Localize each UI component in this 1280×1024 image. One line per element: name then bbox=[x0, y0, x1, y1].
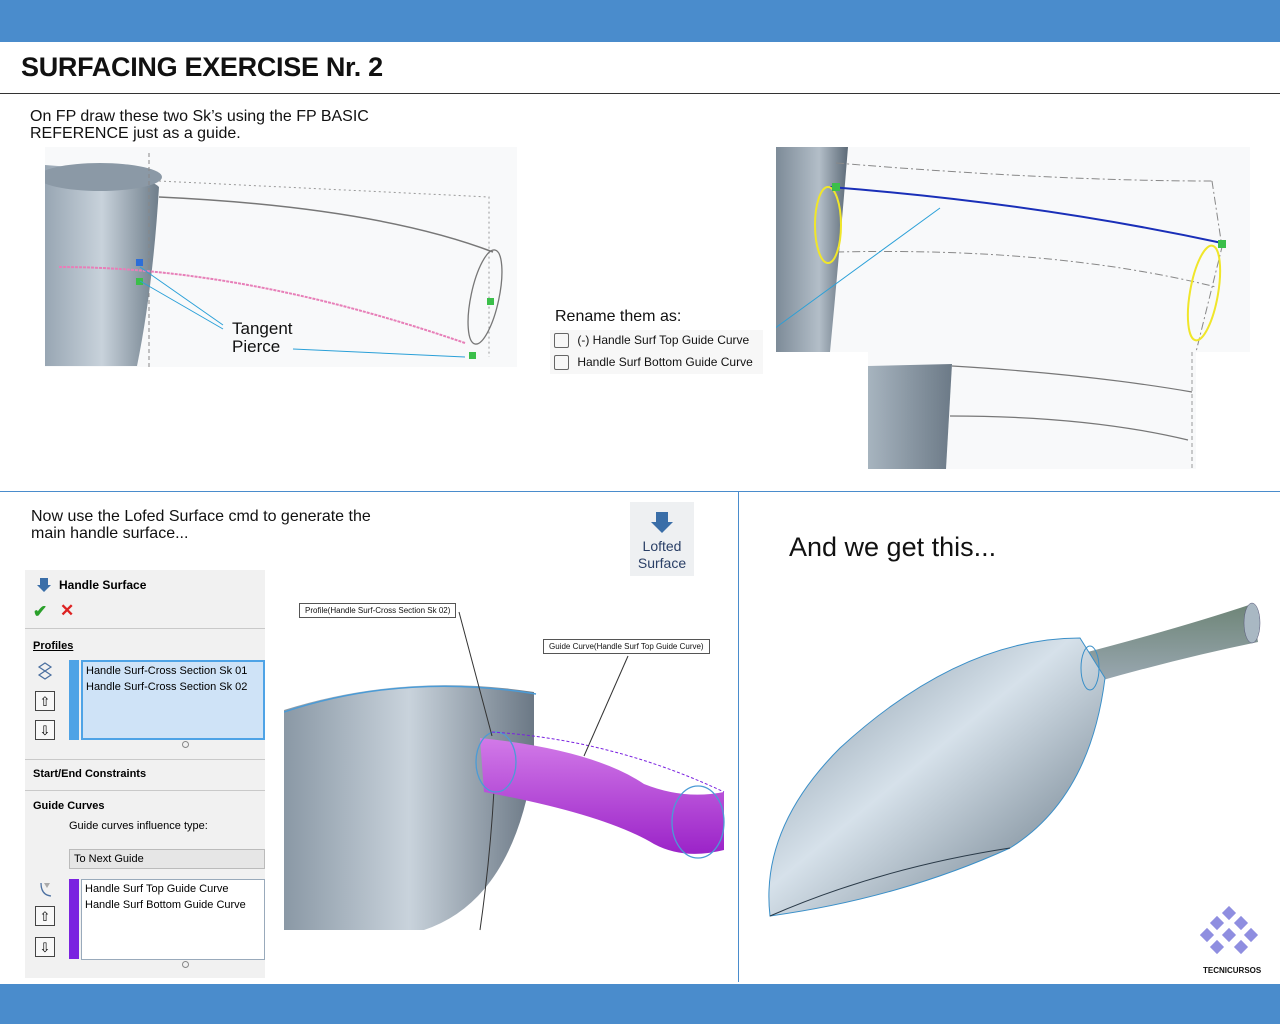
influence-type-select[interactable]: To Next Guide bbox=[69, 849, 265, 869]
step1-instruction-line2: REFERENCE just as a guide. bbox=[30, 125, 241, 142]
relation-marker-icon bbox=[469, 352, 476, 359]
pierce-marker-icon bbox=[136, 278, 143, 285]
lofted-surface-button[interactable]: Lofted Surface bbox=[630, 502, 694, 576]
divider bbox=[25, 790, 265, 791]
relation-annotation: Tangent Pierce bbox=[232, 320, 293, 356]
profile-icon bbox=[37, 662, 53, 680]
move-down-button[interactable]: ⇩ bbox=[35, 937, 55, 957]
yellow-highlight bbox=[1186, 244, 1222, 342]
title-divider bbox=[0, 93, 1280, 94]
resize-handle[interactable] bbox=[182, 741, 189, 748]
scoop-handle bbox=[1080, 604, 1258, 682]
checkmark-icon[interactable]: ✔ bbox=[33, 602, 48, 621]
list-item[interactable]: Handle Surf Bottom Guide Curve bbox=[85, 899, 246, 911]
tangent-marker-icon bbox=[136, 259, 143, 266]
page-title: SURFACING EXERCISE Nr. 2 bbox=[21, 52, 383, 82]
profiles-list[interactable]: Handle Surf-Cross Section Sk 01 Handle S… bbox=[81, 660, 265, 740]
feature-tree-item[interactable]: (-) Handle Surf Top Guide Curve bbox=[554, 333, 749, 349]
lofted-handle-surface bbox=[480, 738, 724, 854]
rename-label: Rename them as: bbox=[555, 308, 682, 325]
step2-instruction-line1: Now use the Lofed Surface cmd to generat… bbox=[31, 508, 371, 525]
result-view bbox=[768, 602, 1261, 917]
pink-sketch-curve bbox=[58, 266, 466, 344]
move-down-button[interactable]: ⇩ bbox=[35, 720, 55, 740]
relation-marker-icon bbox=[1218, 240, 1226, 248]
sketch-icon bbox=[554, 355, 569, 371]
guide-callout[interactable]: Guide Curve(Handle Surf Top Guide Curve) bbox=[543, 639, 710, 654]
move-up-button[interactable]: ⇧ bbox=[35, 906, 55, 926]
lofted-surface-icon bbox=[651, 512, 673, 533]
step1-instruction-line1: On FP draw these two Sk’s using the FP B… bbox=[30, 108, 369, 125]
end-profile bbox=[671, 785, 725, 859]
reference-curve bbox=[158, 196, 494, 253]
resize-handle[interactable] bbox=[182, 961, 189, 968]
list-item[interactable]: Handle Surf-Cross Section Sk 01 bbox=[86, 665, 248, 677]
guide-curves-list[interactable]: Handle Surf Top Guide Curve Handle Surf … bbox=[81, 879, 265, 960]
divider bbox=[25, 759, 265, 760]
cup-body bbox=[284, 685, 534, 930]
guide-color-bar bbox=[69, 879, 79, 959]
feature-tree-item[interactable]: Handle Surf Bottom Guide Curve bbox=[554, 355, 753, 371]
result-label: And we get this... bbox=[789, 532, 997, 562]
sketch-view-1 bbox=[45, 147, 517, 367]
guide-curve-icon bbox=[40, 882, 52, 897]
profiles-header[interactable]: Profiles bbox=[33, 640, 74, 652]
influence-type-label: Guide curves influence type: bbox=[69, 820, 208, 832]
top-guide-curve bbox=[829, 186, 1223, 244]
guide-curves-header[interactable]: Guide Curves bbox=[33, 800, 105, 812]
pierce-label: Pierce bbox=[232, 337, 281, 356]
sketch-view-2 bbox=[776, 147, 1250, 352]
cross-section-sketch bbox=[467, 249, 503, 345]
start-profile bbox=[475, 731, 517, 793]
relation-marker-icon bbox=[487, 298, 494, 305]
yellow-highlight bbox=[814, 186, 842, 264]
cup-body bbox=[45, 165, 159, 366]
cup-rim bbox=[45, 163, 162, 191]
step2-instruction-line2: main handle surface... bbox=[31, 525, 189, 542]
tecnicursos-logo bbox=[1200, 906, 1259, 955]
close-icon[interactable]: ✕ bbox=[60, 601, 75, 620]
profile-color-bar bbox=[69, 660, 79, 740]
list-item[interactable]: Handle Surf-Cross Section Sk 02 bbox=[86, 681, 248, 693]
list-item[interactable]: Handle Surf Top Guide Curve bbox=[85, 883, 229, 895]
scoop-body bbox=[768, 637, 1106, 917]
top-banner bbox=[0, 0, 1280, 42]
divider bbox=[25, 628, 265, 629]
profile-callout[interactable]: Profile(Handle Surf-Cross Section Sk 02) bbox=[299, 603, 457, 618]
cup-body bbox=[776, 147, 848, 352]
bottom-banner bbox=[0, 984, 1280, 1024]
sketch-view-3 bbox=[868, 352, 1196, 469]
relation-marker-icon bbox=[832, 183, 840, 191]
lofted-surface-icon bbox=[37, 578, 51, 592]
move-up-button[interactable]: ⇧ bbox=[35, 691, 55, 711]
section-divider bbox=[0, 491, 1280, 492]
start-end-constraints-header[interactable]: Start/End Constraints bbox=[33, 768, 147, 780]
feature-title: Handle Surface bbox=[59, 578, 147, 592]
loft-preview-view bbox=[284, 611, 725, 931]
step1-instruction: On FP draw these two Sk’s using the FP B… bbox=[30, 108, 369, 142]
step2-instruction: Now use the Lofed Surface cmd to generat… bbox=[31, 508, 371, 542]
tangent-label: Tangent bbox=[232, 319, 293, 338]
logo-text: TECNICURSOS bbox=[1203, 966, 1262, 975]
cup-body bbox=[868, 364, 952, 469]
property-manager: Handle Surface ✔ ✕ Profiles ⇧ ⇩ Handle S… bbox=[25, 570, 265, 978]
section-divider-vertical bbox=[738, 491, 739, 982]
sketch-icon bbox=[554, 333, 569, 349]
feature-tree-snippet: (-) Handle Surf Top Guide Curve Handle S… bbox=[550, 330, 763, 374]
